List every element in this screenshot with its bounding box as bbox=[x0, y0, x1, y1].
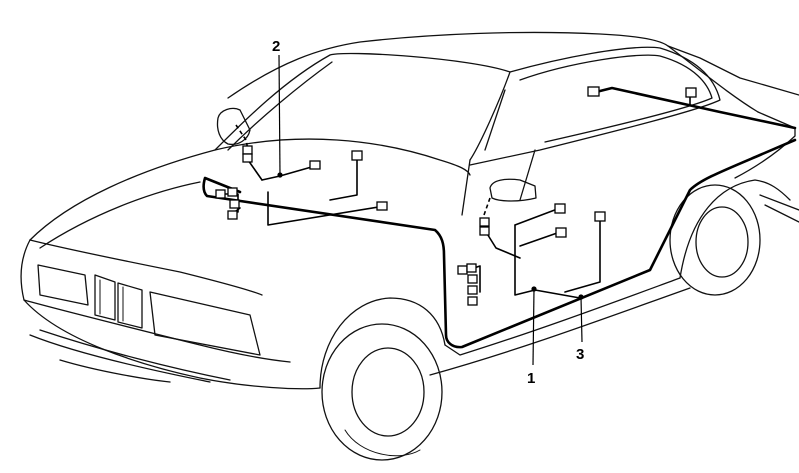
connector bbox=[242, 145, 253, 155]
connector bbox=[467, 285, 478, 295]
callout-3: 3 bbox=[576, 294, 584, 363]
connector bbox=[554, 203, 566, 214]
connector bbox=[376, 201, 388, 211]
connector bbox=[351, 150, 363, 161]
connector bbox=[242, 153, 253, 163]
connector bbox=[466, 263, 477, 273]
connector bbox=[309, 160, 321, 170]
connector bbox=[227, 210, 238, 220]
connector bbox=[685, 87, 697, 98]
callout-2: 2 bbox=[272, 38, 283, 178]
connector bbox=[555, 227, 567, 238]
connector bbox=[457, 265, 468, 275]
callout-label-2: 2 bbox=[272, 38, 280, 55]
connector bbox=[229, 199, 240, 209]
connector bbox=[215, 189, 226, 199]
callout-label-1: 1 bbox=[527, 370, 535, 387]
callout-label-3: 3 bbox=[576, 346, 584, 363]
connector bbox=[479, 217, 490, 227]
connector bbox=[227, 187, 238, 197]
connector bbox=[467, 296, 478, 306]
wiring-harness bbox=[202, 86, 797, 349]
connector bbox=[467, 274, 478, 284]
connector bbox=[594, 211, 606, 222]
connector bbox=[587, 86, 600, 97]
connector bbox=[479, 226, 490, 236]
car-body-outline bbox=[20, 31, 799, 461]
callout-1: 1 bbox=[527, 286, 537, 387]
